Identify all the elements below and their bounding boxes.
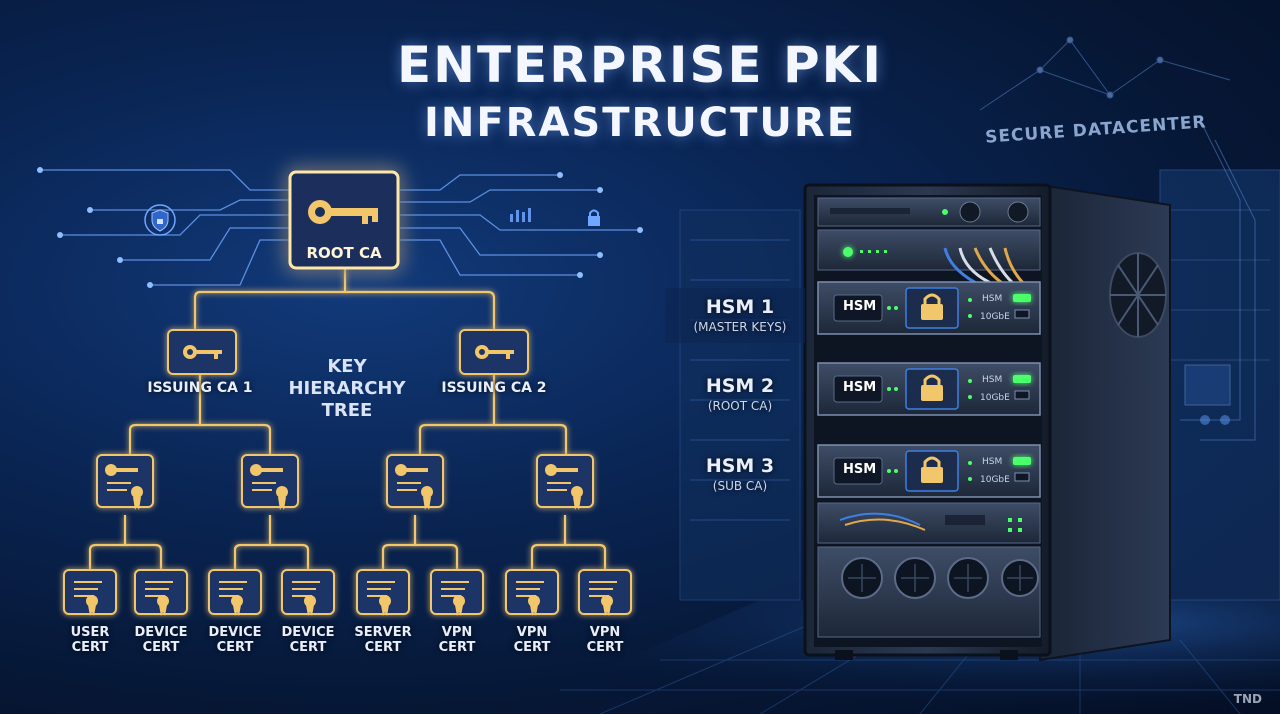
hsm-front-tag: HSM bbox=[843, 462, 877, 477]
leaf-cert-line: USER bbox=[70, 625, 110, 640]
leaf-cert-node bbox=[134, 569, 188, 616]
leaf-cert-node bbox=[281, 569, 335, 616]
circuit-nodes bbox=[37, 167, 643, 288]
padlock-icon bbox=[921, 374, 943, 401]
leaf-cert-node bbox=[63, 569, 117, 616]
background-network-lines bbox=[979, 36, 1256, 441]
hsm-rack bbox=[803, 183, 1171, 662]
circuit-traces bbox=[40, 169, 640, 286]
fan-icon bbox=[1109, 252, 1167, 338]
hsm-side-tag: HSM bbox=[982, 375, 1003, 385]
background-racks bbox=[679, 169, 1280, 601]
leaf-cert-line: DEVICE bbox=[208, 625, 262, 640]
hsm-2-role: (ROOT CA) bbox=[707, 399, 773, 413]
leaf-cert-line: CERT bbox=[364, 640, 402, 655]
leaf-cert-node bbox=[430, 569, 484, 616]
key-icon bbox=[475, 345, 514, 359]
hsm-unit bbox=[817, 281, 1041, 335]
leaf-cert-line: SERVER bbox=[354, 625, 412, 640]
hsm-1-role: (MASTER KEYS) bbox=[693, 320, 787, 334]
key-hierarchy-line: TREE bbox=[321, 400, 373, 421]
leaf-cert-line: CERT bbox=[289, 640, 327, 655]
hsm-1-label: HSM 1 bbox=[705, 296, 775, 318]
tree-connectors bbox=[88, 268, 607, 570]
key-icon bbox=[308, 200, 378, 224]
leaf-cert-node bbox=[578, 569, 632, 616]
leaf-cert-line: VPN bbox=[441, 625, 473, 640]
leaf-cert-line: VPN bbox=[516, 625, 548, 640]
leaf-cert-line: CERT bbox=[586, 640, 624, 655]
leaf-cert-line: CERT bbox=[71, 640, 109, 655]
root-ca-label: ROOT CA bbox=[306, 244, 382, 262]
padlock-icon bbox=[588, 209, 600, 226]
leaf-cert-line: CERT bbox=[438, 640, 476, 655]
leaf-cert-node bbox=[356, 569, 410, 616]
issuing-ca-2-label: ISSUING CA 2 bbox=[441, 380, 547, 396]
leaf-cert-nodes bbox=[63, 569, 632, 616]
leaf-cert-line: DEVICE bbox=[281, 625, 335, 640]
leaf-cert-line: CERT bbox=[513, 640, 551, 655]
watermark: TND bbox=[1233, 692, 1262, 706]
page-title: ENTERPRISE PKI bbox=[396, 36, 884, 94]
key-icon bbox=[183, 345, 222, 359]
key-hierarchy-line: KEY bbox=[327, 356, 367, 377]
padlock-icon bbox=[921, 293, 943, 320]
hsm-unit bbox=[817, 362, 1041, 416]
issuing-ca-1-label: ISSUING CA 1 bbox=[147, 380, 253, 396]
intermediate-cert-node bbox=[536, 454, 594, 510]
issuing-ca-2-node bbox=[459, 329, 529, 375]
leaf-cert-line: VPN bbox=[589, 625, 621, 640]
key-hierarchy-line: HIERARCHY bbox=[288, 378, 406, 399]
hsm-front-tag: HSM bbox=[843, 380, 877, 395]
hsm-port-tag: 10GbE bbox=[980, 475, 1010, 485]
padlock-icon bbox=[921, 456, 943, 483]
hsm-unit bbox=[817, 444, 1041, 498]
leaf-cert-line: CERT bbox=[142, 640, 180, 655]
hsm-2-label: HSM 2 bbox=[705, 375, 775, 397]
shield-icon bbox=[144, 204, 176, 236]
intermediate-cert-node bbox=[241, 454, 299, 510]
hsm-label-panel bbox=[665, 288, 805, 343]
leaf-cert-line: CERT bbox=[216, 640, 254, 655]
hsm-port-tag: 10GbE bbox=[980, 393, 1010, 403]
hsm-side-tag: HSM bbox=[982, 457, 1003, 467]
root-ca-node bbox=[288, 170, 400, 270]
key-hierarchy-label: KEY HIERARCHY TREE bbox=[272, 356, 422, 422]
hsm-side-tag: HSM bbox=[982, 294, 1003, 304]
issuing-ca-1-node bbox=[167, 329, 237, 375]
leaf-cert-node bbox=[505, 569, 559, 616]
mini-bar-chart bbox=[510, 208, 531, 222]
leaf-cert-line: DEVICE bbox=[134, 625, 188, 640]
page-subtitle: INFRASTRUCTURE bbox=[423, 100, 857, 146]
hsm-port-tag: 10GbE bbox=[980, 312, 1010, 322]
hsm-front-tag: HSM bbox=[843, 299, 877, 314]
hsm-3-role: (SUB CA) bbox=[712, 479, 768, 493]
hsm-3-label: HSM 3 bbox=[705, 455, 775, 477]
intermediate-cert-node bbox=[96, 454, 154, 510]
intermediate-cert-node bbox=[386, 454, 444, 510]
intermediate-cert-nodes bbox=[96, 454, 594, 510]
leaf-cert-node bbox=[208, 569, 262, 616]
